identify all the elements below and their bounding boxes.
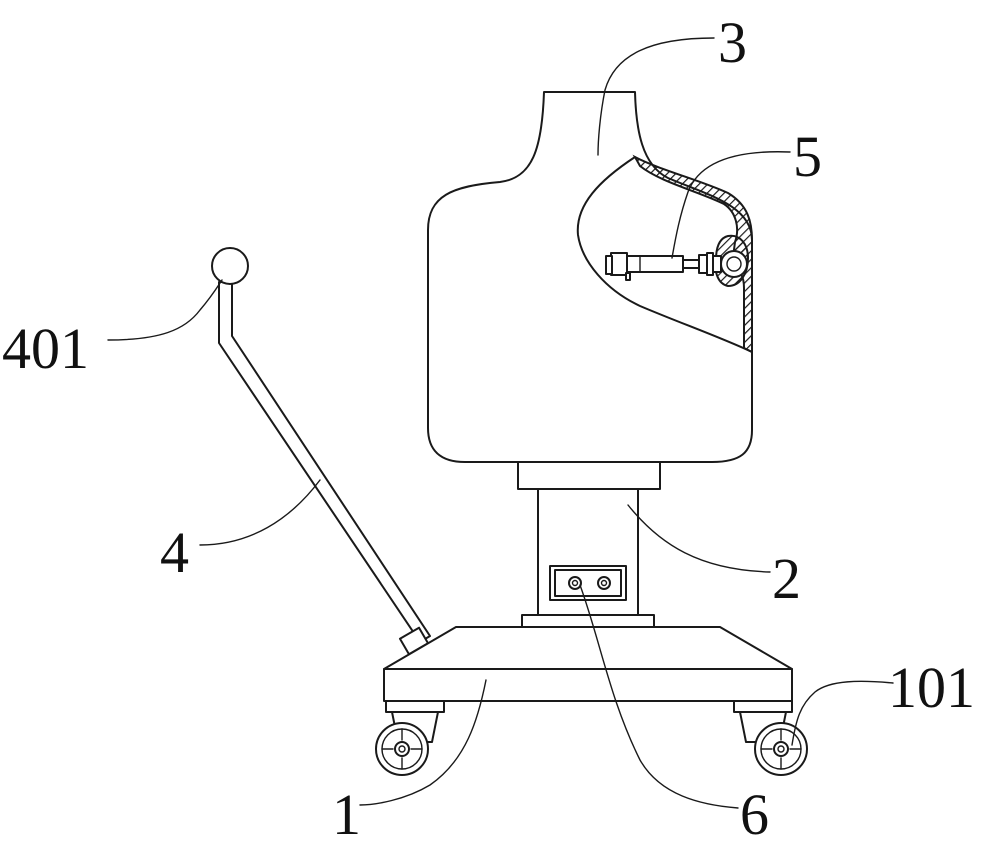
caster-left [375, 700, 445, 776]
leader-6 [579, 584, 739, 809]
label-2: 2 [772, 546, 801, 611]
handle [218, 281, 431, 656]
button-icon [568, 576, 582, 590]
leader-lines [107, 37, 894, 809]
handle-knob [211, 247, 249, 285]
control-panel [549, 565, 627, 601]
leader-3 [597, 37, 715, 156]
inner-actuator [605, 250, 748, 281]
label-101: 101 [888, 655, 975, 720]
label-5: 5 [793, 124, 822, 189]
leader-1 [359, 679, 487, 806]
label-4: 4 [160, 520, 189, 585]
leader-101 [791, 680, 894, 746]
leader-4 [199, 479, 321, 546]
label-401: 401 [2, 316, 89, 381]
body [427, 91, 753, 463]
button-icon [597, 576, 611, 590]
leader-401 [107, 279, 223, 341]
label-3: 3 [718, 10, 747, 75]
leader-2 [627, 504, 771, 573]
column [517, 461, 661, 629]
base [383, 626, 793, 702]
caster-right [733, 700, 808, 776]
label-1: 1 [332, 782, 361, 845]
leader-5 [671, 151, 791, 259]
label-6: 6 [740, 782, 769, 845]
